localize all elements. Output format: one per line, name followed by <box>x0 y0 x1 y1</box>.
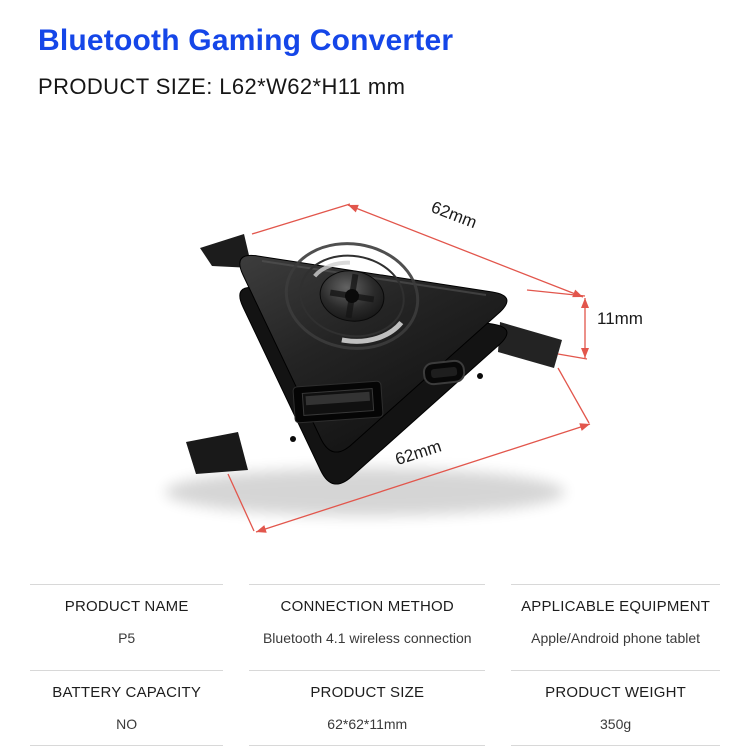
usb-a-port <box>292 380 384 424</box>
dimension-lines <box>227 203 591 533</box>
spec-cell-battery-capacity: BATTERY CAPACITY NO <box>30 670 224 746</box>
spec-value: Apple/Android phone tablet <box>531 630 701 646</box>
device-emblem <box>284 242 420 350</box>
spec-label: APPLICABLE EQUIPMENT <box>521 598 711 615</box>
spec-label: PRODUCT NAME <box>64 598 189 615</box>
device-body <box>186 234 562 485</box>
micro-usb-port <box>422 359 466 386</box>
product-size-subtitle: PRODUCT SIZE: L62*W62*H11 mm <box>38 74 406 99</box>
spec-value: 350g <box>600 716 632 732</box>
spec-cell-product-weight: PRODUCT WEIGHT 350g <box>511 670 720 746</box>
spec-cell-product-name: PRODUCT NAME P5 <box>30 584 224 670</box>
spec-table: PRODUCT NAME P5 CONNECTION METHOD Blueto… <box>30 584 720 746</box>
spec-label: BATTERY CAPACITY <box>52 684 202 701</box>
dim-label-bottom: 62mm <box>393 436 444 469</box>
spec-value: 62*62*11mm <box>327 716 408 732</box>
spec-value: Bluetooth 4.1 wireless connection <box>262 630 472 646</box>
spec-cell-product-size: PRODUCT SIZE 62*62*11mm <box>249 670 486 746</box>
dim-label-right: 11mm <box>597 309 643 328</box>
indicator-dot <box>477 373 483 379</box>
spec-label: PRODUCT WEIGHT <box>545 684 687 701</box>
header: Bluetooth Gaming Converter PRODUCT SIZE:… <box>38 24 453 100</box>
dimension-arrows <box>256 204 590 533</box>
dim-label-top: 62mm <box>429 198 480 233</box>
product-image: 62mm 11mm 62mm <box>165 198 643 533</box>
spec-value: P5 <box>118 630 136 646</box>
spec-label: CONNECTION METHOD <box>280 598 454 615</box>
spec-value: NO <box>116 716 138 732</box>
spec-label: PRODUCT SIZE <box>310 684 425 701</box>
device-shadow <box>165 468 565 516</box>
page-title: Bluetooth Gaming Converter <box>38 24 454 57</box>
spec-cell-applicable-equipment: APPLICABLE EQUIPMENT Apple/Android phone… <box>511 584 720 670</box>
spec-cell-connection-method: CONNECTION METHOD Bluetooth 4.1 wireless… <box>249 584 486 670</box>
screw-dot <box>290 436 296 442</box>
